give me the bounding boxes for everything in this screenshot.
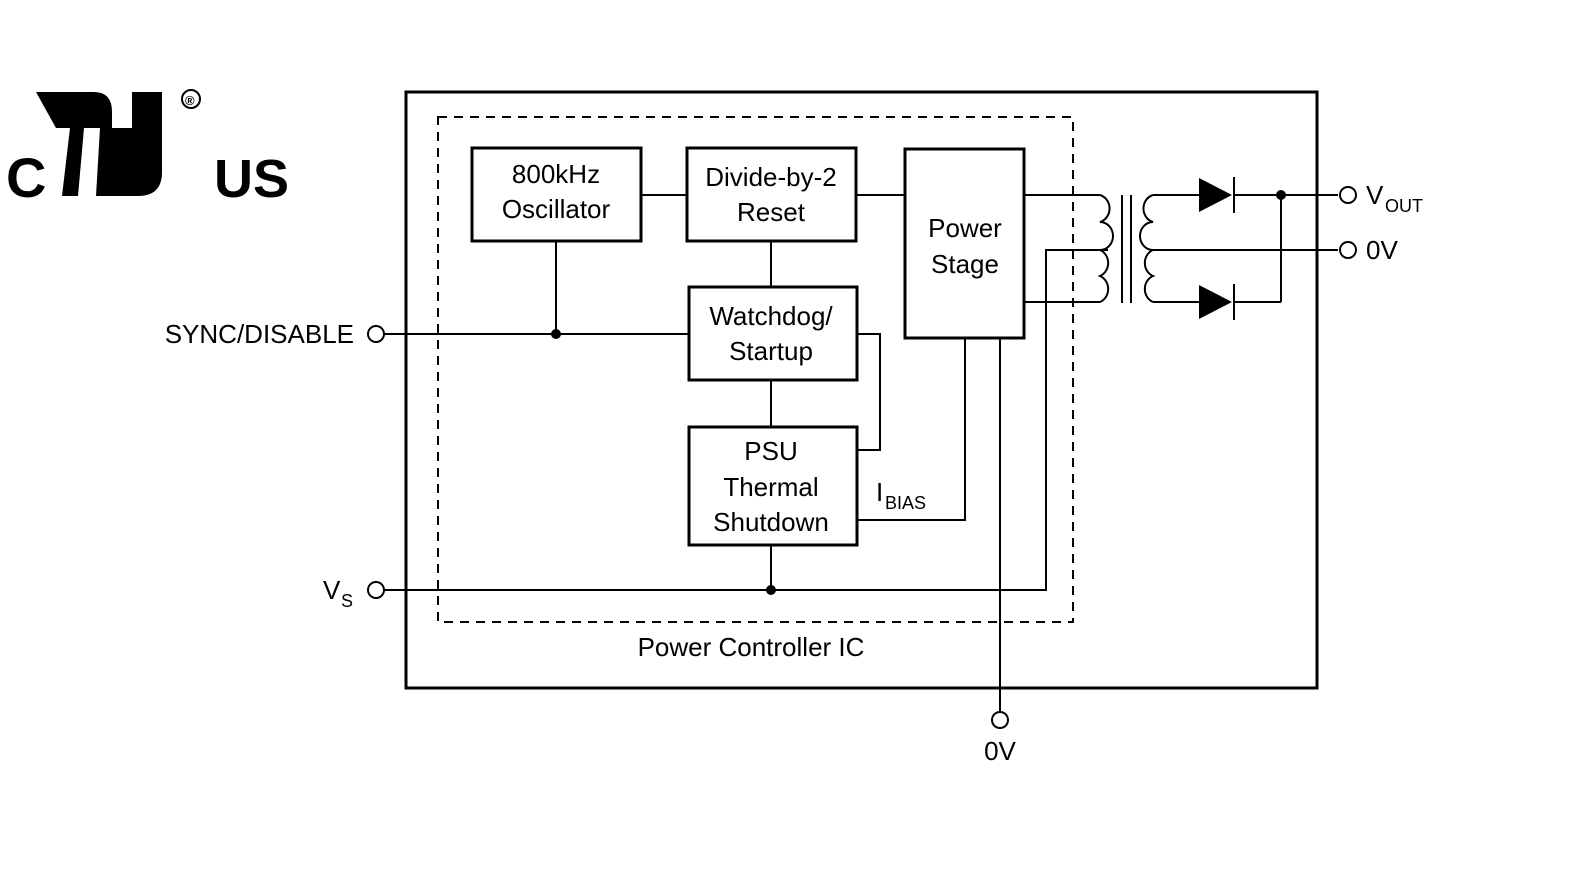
ibias-main: I bbox=[876, 477, 883, 507]
ibias-sub: BIAS bbox=[885, 493, 926, 513]
power-stage-line2: Stage bbox=[931, 249, 999, 279]
diode-lower-icon bbox=[1199, 284, 1235, 320]
wiring bbox=[384, 194, 1108, 711]
diode-upper-icon bbox=[1199, 177, 1235, 213]
watchdog-block: Watchdog/ Startup bbox=[687, 285, 859, 382]
registered-circle-icon bbox=[181, 89, 201, 109]
junction-dot bbox=[1276, 190, 1286, 200]
logo-c-text: C bbox=[6, 146, 46, 209]
registered-mark: ® bbox=[185, 93, 195, 108]
pin-vs: V S bbox=[323, 575, 385, 611]
junction-dot bbox=[551, 329, 561, 339]
pin-terminal-icon bbox=[367, 581, 385, 599]
oscillator-line2: Oscillator bbox=[502, 194, 611, 224]
watchdog-line1: Watchdog/ bbox=[709, 301, 833, 331]
transformer bbox=[1097, 194, 1338, 303]
power-stage-line1: Power bbox=[928, 213, 1002, 243]
culus-logo: C ® US bbox=[6, 89, 289, 209]
pin-terminal-icon bbox=[1339, 186, 1357, 204]
junction-dot bbox=[766, 585, 776, 595]
pin-vout: V OUT bbox=[1339, 180, 1423, 216]
watchdog-line2: Startup bbox=[729, 336, 813, 366]
vs-sub: S bbox=[341, 591, 353, 611]
ibias-label: I BIAS bbox=[876, 477, 926, 513]
oscillator-block: 800kHz Oscillator bbox=[470, 146, 643, 243]
vout-sub: OUT bbox=[1385, 196, 1423, 216]
ic-name-label: Power Controller IC bbox=[638, 632, 865, 662]
psu-line2: Thermal bbox=[723, 472, 818, 502]
oscillator-line1: 800kHz bbox=[512, 159, 600, 189]
vout-main: V bbox=[1366, 180, 1384, 210]
divider-block: Divide-by-2 Reset bbox=[685, 146, 858, 243]
pin-0v-right: 0V bbox=[1339, 235, 1398, 265]
psu-line1: PSU bbox=[744, 436, 797, 466]
pin-sync: SYNC/DISABLE bbox=[165, 319, 385, 349]
pin-terminal-icon bbox=[1339, 241, 1357, 259]
logo-us-text: US bbox=[214, 149, 289, 209]
sync-disable-label: SYNC/DISABLE bbox=[165, 319, 354, 349]
module-outline bbox=[404, 90, 1319, 690]
divider-line2: Reset bbox=[737, 197, 806, 227]
ic-boundary bbox=[437, 116, 1074, 623]
ul-mark-icon bbox=[36, 92, 162, 196]
psu-thermal-block: PSU Thermal Shutdown bbox=[687, 425, 859, 547]
power-stage-block: Power Stage bbox=[903, 147, 1026, 340]
divider-line1: Divide-by-2 bbox=[705, 162, 837, 192]
psu-line3: Shutdown bbox=[713, 507, 829, 537]
pin-terminal-icon bbox=[367, 325, 385, 343]
pin-terminal-icon bbox=[991, 711, 1009, 729]
pin-0v-bottom: 0V bbox=[984, 711, 1017, 766]
zero-v-bottom-label: 0V bbox=[984, 736, 1016, 766]
secondary-winding bbox=[1139, 194, 1156, 303]
vs-main: V bbox=[323, 575, 341, 605]
zero-v-right-label: 0V bbox=[1366, 235, 1398, 265]
primary-winding bbox=[1097, 194, 1114, 303]
